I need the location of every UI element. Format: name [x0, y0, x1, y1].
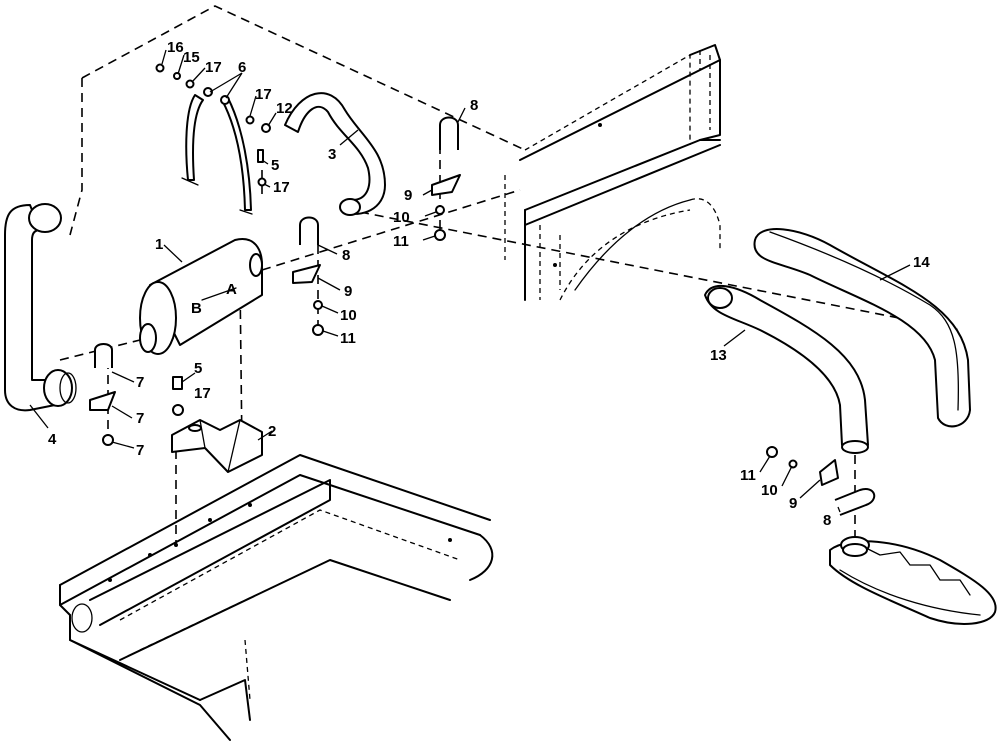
chassis-frame: [59, 454, 494, 741]
callout-8-upper: 8: [470, 97, 478, 114]
callout-labels: 1 2 3 4 5 5 6 7 7 7 8 8 8 9 9 9 10 10 10…: [48, 39, 930, 529]
callout-11-lower-right: 11: [740, 467, 756, 484]
callout-4: 4: [48, 431, 57, 448]
callout-17-upper-right: 17: [255, 86, 272, 103]
callout-8-middle: 8: [342, 247, 350, 264]
part-1-muffler: A B: [139, 238, 263, 355]
callout-5-lower: 5: [194, 360, 202, 377]
part-7-clamp: [89, 391, 116, 411]
hardware: [102, 63, 798, 469]
callout-3: 3: [328, 146, 336, 163]
callout-9-lower-right: 9: [789, 495, 797, 512]
engine-housing: [504, 44, 721, 301]
part-7-u-bolt: [94, 343, 113, 368]
part-3-pipe: [284, 92, 386, 216]
part-6-mounting-strap: [181, 87, 253, 215]
part-8-u-bolt-upper: [439, 116, 459, 150]
callout-9-upper: 9: [404, 187, 412, 204]
callout-7-nut: 7: [136, 442, 144, 459]
part-9-clamp-lower-right: [819, 459, 839, 486]
callout-16: 16: [167, 39, 184, 56]
callout-8-lower-right: 8: [823, 512, 831, 529]
callout-12: 12: [276, 100, 293, 117]
callout-15: 15: [183, 49, 200, 66]
part-14-pipe: [753, 228, 971, 428]
callout-10-lower-right: 10: [761, 482, 778, 499]
callout-17-lower: 17: [194, 385, 211, 402]
callout-13: 13: [710, 347, 727, 364]
callout-5-upper: 5: [271, 157, 279, 174]
callout-9-middle: 9: [344, 283, 352, 300]
part-8-u-bolt-lower-right: [834, 488, 876, 516]
callout-11-upper: 11: [393, 233, 409, 250]
part-8-u-bolt-middle: [299, 216, 319, 245]
callout-10-upper: 10: [393, 209, 410, 226]
callout-2: 2: [268, 423, 276, 440]
callout-10-middle: 10: [340, 307, 357, 324]
callout-17-middle: 17: [273, 179, 290, 196]
part-2-bracket: [171, 419, 263, 473]
leader-lines: [29, 49, 911, 513]
callout-7-clamp: 7: [136, 410, 144, 427]
part-9-clamp-upper: [431, 174, 461, 196]
part-9-clamp-middle: [292, 264, 321, 284]
part-4-intake-tube: [4, 203, 77, 412]
callout-6: 6: [238, 59, 246, 76]
callout-7-ubolt: 7: [136, 374, 144, 391]
part-13-pipe: [704, 284, 869, 454]
callout-1: 1: [155, 236, 163, 253]
exhaust-manifold: [829, 536, 997, 625]
callout-14: 14: [913, 254, 930, 271]
callout-17-top: 17: [205, 59, 222, 76]
callout-11-middle: 11: [340, 330, 356, 347]
muffler-inlet-mark: A: [226, 281, 237, 298]
muffler-outlet-mark: B: [191, 300, 202, 317]
